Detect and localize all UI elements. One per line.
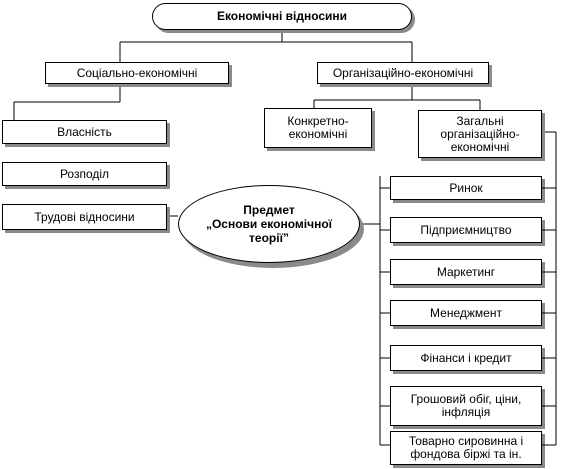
market-label: Ринок: [449, 180, 483, 195]
exchanges-label: Товарно сировинна і фондова біржі та ін.: [408, 434, 524, 461]
labor-relations-node: Трудові відносини: [2, 204, 167, 230]
exchanges-node: Товарно сировинна і фондова біржі та ін.: [390, 431, 542, 465]
distribution-label: Розподіл: [59, 166, 110, 181]
socio-economic-node: Соціально-економічні: [45, 62, 229, 84]
concrete-economic-label: Конкретно- економічні: [287, 114, 349, 141]
general-organizational-node: Загальні організаційно- економічні: [418, 110, 542, 158]
subject-name: „Основи економічної теорії”: [205, 217, 333, 245]
marketing-node: Маркетинг: [390, 259, 542, 285]
finance-credit-node: Фінанси і кредит: [390, 345, 542, 371]
root-node: Економічні відносини: [152, 3, 412, 30]
money-circulation-node: Грошовий обіг, ціни, інфляція: [390, 386, 542, 426]
market-node: Ринок: [390, 176, 542, 200]
marketing-label: Маркетинг: [436, 264, 496, 279]
subject-title: Предмет: [243, 203, 295, 217]
labor-relations-label: Трудові відносини: [34, 209, 135, 224]
finance-credit-label: Фінанси і кредит: [420, 350, 512, 365]
organizational-economic-node: Організаційно-економічні: [317, 62, 489, 84]
management-node: Менеджмент: [390, 300, 542, 326]
ownership-node: Власність: [2, 120, 167, 144]
concrete-economic-node: Конкретно- економічні: [264, 108, 372, 148]
subject-ellipse: Предмет „Основи економічної теорії”: [178, 185, 360, 263]
distribution-node: Розподіл: [2, 162, 167, 186]
money-circulation-label: Грошовий обіг, ціни, інфляція: [410, 392, 522, 419]
management-label: Менеджмент: [430, 305, 502, 320]
entrepreneurship-label: Підприємництво: [420, 222, 512, 237]
socio-economic-label: Соціально-економічні: [76, 65, 198, 80]
organizational-economic-label: Організаційно-економічні: [332, 65, 474, 80]
root-label: Економічні відносини: [216, 9, 348, 23]
entrepreneurship-node: Підприємництво: [390, 217, 542, 243]
general-organizational-label: Загальні організаційно- економічні: [440, 113, 520, 154]
ownership-label: Власність: [57, 124, 112, 139]
